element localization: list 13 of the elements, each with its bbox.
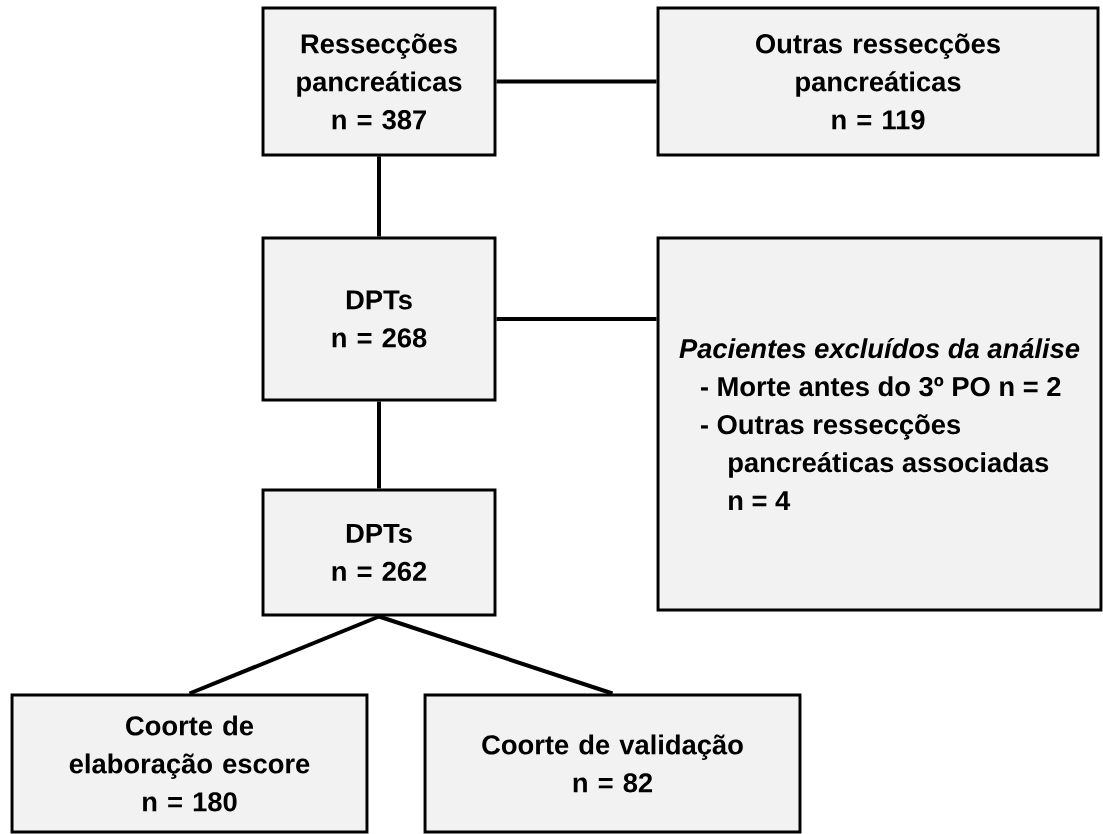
- connector-line: [496, 317, 657, 321]
- flow-box: Coorte de validação n = 82: [423, 693, 802, 834]
- connector-line: [377, 401, 381, 489]
- flow-box: Coorte de elaboração escore n = 180: [10, 693, 369, 834]
- connector-line: [377, 156, 381, 237]
- flow-box: Pacientes excluídos da análise - Morte antes do 3º PO n = 2 - Outras ressecções pancreáticas associadas n = 4: [656, 236, 1103, 612]
- flow-box: DPTs n = 262: [261, 488, 497, 617]
- connector-line: [496, 79, 657, 84]
- connector-line: [188, 614, 380, 696]
- flow-box: DPTs n = 268: [261, 236, 497, 402]
- connector-line: [378, 614, 614, 696]
- flow-box: Outras ressecções pancreáticas n = 119: [656, 6, 1100, 157]
- flow-box: Ressecções pancreáticas n = 387: [261, 6, 497, 157]
